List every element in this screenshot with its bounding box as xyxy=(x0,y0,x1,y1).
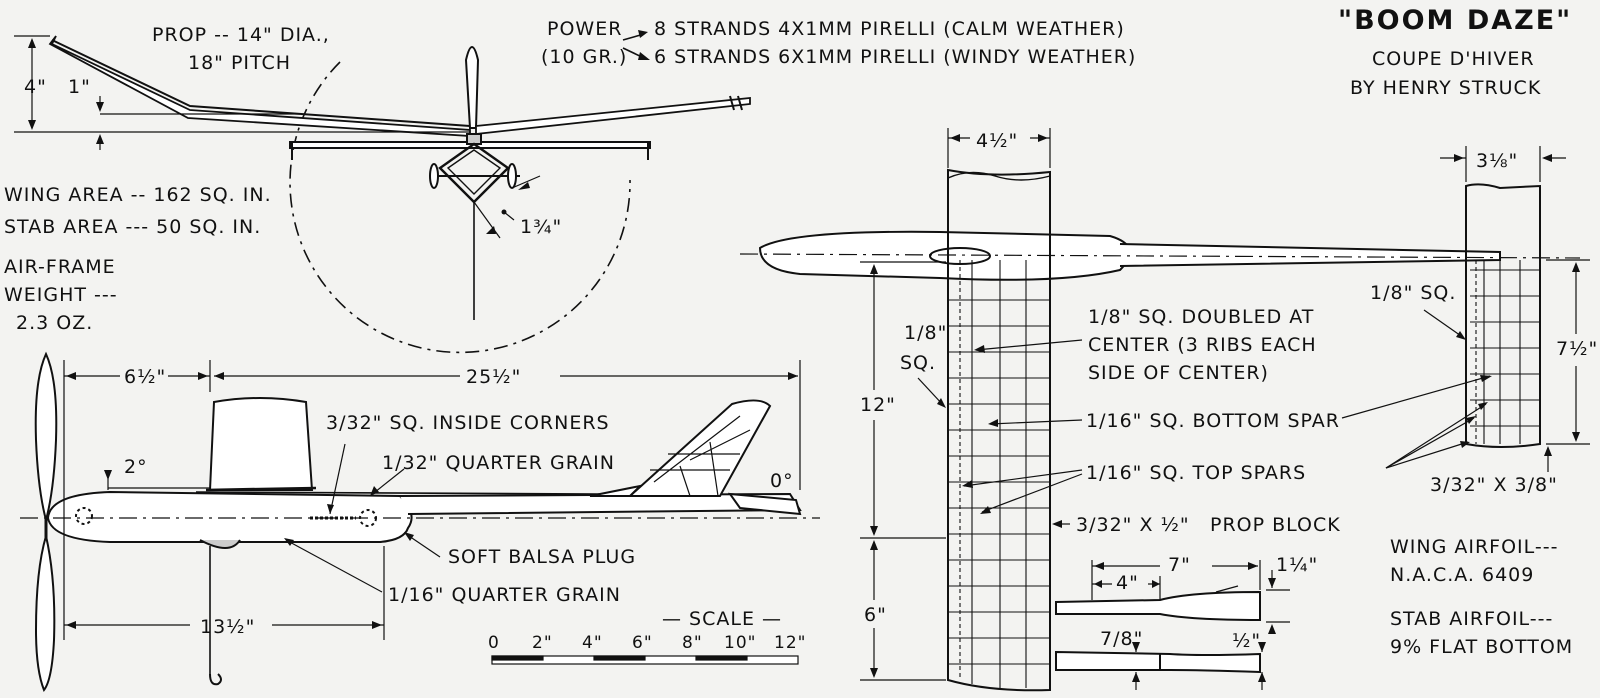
plane-name: "BOOM DAZE" xyxy=(1338,5,1573,36)
note-top-spars: 1/16" SQ. TOP SPARS xyxy=(1086,462,1307,484)
note-quarter-grain-bottom: 1/16" QUARTER GRAIN xyxy=(388,584,621,606)
prop-block-label: PROP BLOCK xyxy=(1210,514,1341,536)
angle-stab: 0° xyxy=(770,470,794,492)
dim-wing-chord: 4½" xyxy=(976,130,1019,152)
scale-label: — SCALE — xyxy=(662,608,782,630)
side-view xyxy=(20,351,820,692)
plane-subtitle: COUPE D'HIVER xyxy=(1372,48,1535,70)
wing-pylon xyxy=(208,397,314,491)
dim-fuselage-length: 25½" xyxy=(466,366,522,388)
airframe-weight-line3: 2.3 OZ. xyxy=(16,312,94,334)
dim-stab-span: 7½" xyxy=(1556,338,1599,360)
prop-spec-line2: 18" PITCH xyxy=(188,52,292,74)
front-view xyxy=(14,35,751,354)
stab-airfoil-line2: 9% FLAT BOTTOM xyxy=(1390,636,1574,658)
scale-tick-10: 10" xyxy=(724,633,757,653)
fuselage xyxy=(46,490,413,543)
note-stab-sq: 1/8" SQ. xyxy=(1370,282,1457,304)
scale-tick-0: 0 xyxy=(488,633,500,653)
note-leading-edge: 3/32" X ½" xyxy=(1076,514,1190,536)
wing-front-right xyxy=(475,97,751,136)
note-bottom-spar: 1/16" SQ. BOTTOM SPAR xyxy=(1086,410,1340,432)
stab-panel xyxy=(1465,183,1541,448)
note-stab-leading-edge: 3/32" X 3/8" xyxy=(1430,474,1558,496)
angle-wing: 2° xyxy=(124,456,148,478)
dim-front-dihedral: 1" xyxy=(68,76,91,98)
stab-airfoil-line1: STAB AIRFOIL--- xyxy=(1390,608,1554,630)
stab-ribs xyxy=(1470,260,1540,444)
scale-tick-8: 8" xyxy=(682,633,703,653)
wing-ribs xyxy=(948,260,1050,688)
fin-front xyxy=(464,46,480,129)
plane-author: BY HENRY STRUCK xyxy=(1350,77,1542,99)
plan-view xyxy=(739,128,1590,692)
power-arrows xyxy=(622,30,650,60)
scale-tick-6: 6" xyxy=(632,633,653,653)
airframe-weight-line2: WEIGHT --- xyxy=(4,284,118,306)
power-weight: (10 GR.) xyxy=(541,46,628,68)
note-quarter-grain-top: 1/32" QUARTER GRAIN xyxy=(382,452,615,474)
wing-airfoil-line2: N.A.C.A. 6409 xyxy=(1390,564,1535,586)
scale-tick-2: 2" xyxy=(532,633,553,653)
airframe-weight-line1: AIR-FRAME xyxy=(4,256,116,278)
scale-tick-4: 4" xyxy=(582,633,603,653)
power-option-windy: 6 STRANDS 6X1MM PIRELLI (WINDY WEATHER) xyxy=(654,46,1137,68)
prop-block-dim-7-8: 7/8" xyxy=(1100,628,1144,650)
note-wing-sq-line1: 1/8" xyxy=(904,322,948,344)
dim-stab-chord: 3⅛" xyxy=(1476,150,1519,172)
prop-block-bottom xyxy=(1055,650,1261,674)
power-option-calm: 8 STRANDS 4X1MM PIRELLI (CALM WEATHER) xyxy=(654,18,1125,40)
note-center-line3: SIDE OF CENTER) xyxy=(1088,362,1269,384)
note-center-line1: 1/8" SQ. DOUBLED AT xyxy=(1088,306,1315,328)
dim-front-height: 4" xyxy=(24,76,47,98)
scale-tick-12: 12" xyxy=(774,633,807,653)
wing-airfoil-line1: WING AIRFOIL--- xyxy=(1390,536,1559,558)
prop-block-drawing xyxy=(1055,560,1290,690)
prop-side xyxy=(34,351,58,524)
boom xyxy=(758,230,1131,281)
note-center-line2: CENTER (3 RIBS EACH xyxy=(1088,334,1317,356)
prop-block-top xyxy=(1055,590,1261,622)
prop-block-dim-1-25: 1¼" xyxy=(1276,554,1319,576)
note-soft-balsa-plug: SOFT BALSA PLUG xyxy=(448,546,637,568)
dim-wing-tip: 6" xyxy=(864,604,887,626)
prop-spec-line1: PROP -- 14" DIA., xyxy=(152,24,330,46)
stab-area: STAB AREA --- 50 SQ. IN. xyxy=(4,216,262,238)
fin-side xyxy=(627,399,772,497)
dim-wing-half-span: 12" xyxy=(860,394,896,416)
dim-nose: 6½" xyxy=(124,366,167,388)
prop-arc xyxy=(289,61,631,354)
scale-bar xyxy=(491,655,799,665)
note-wing-sq-line2: SQ. xyxy=(900,352,937,374)
dim-pylon: 1¾" xyxy=(520,216,563,238)
prop-block-dim-1-2: ½" xyxy=(1232,630,1262,652)
wing-area: WING AREA -- 162 SQ. IN. xyxy=(4,184,272,206)
note-inside-corners: 3/32" SQ. INSIDE CORNERS xyxy=(326,412,610,434)
prop-block-dim-7: 7" xyxy=(1168,554,1191,576)
prop-block-dim-4: 4" xyxy=(1116,572,1139,594)
power-label: POWER xyxy=(547,18,623,40)
dim-moment-arm: 13½" xyxy=(200,616,256,638)
